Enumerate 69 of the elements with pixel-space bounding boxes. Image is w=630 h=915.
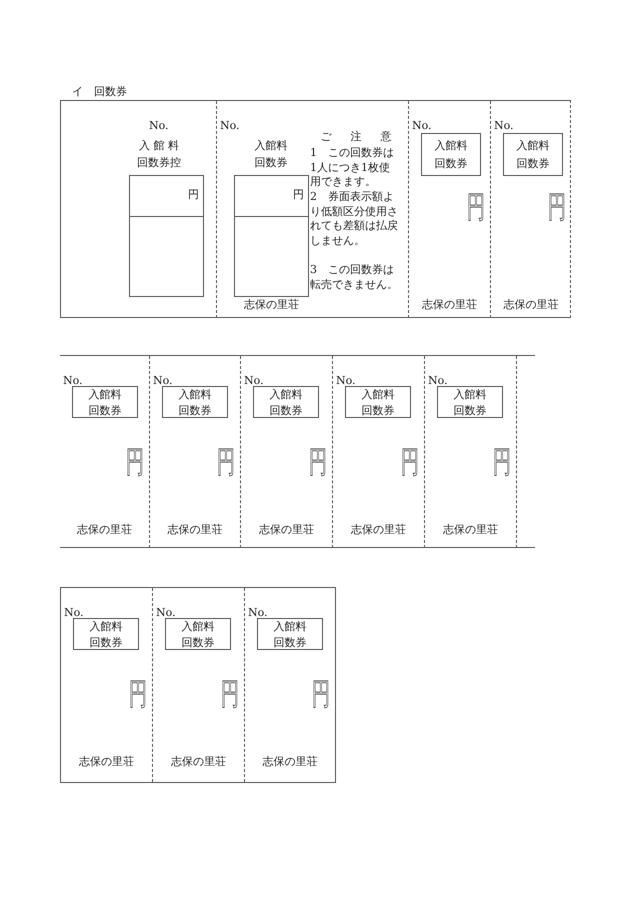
number-label: No. xyxy=(63,374,83,388)
yen-mark: 円 xyxy=(312,680,330,710)
yen-label: 円 xyxy=(293,188,304,202)
ticket-sheet xyxy=(60,355,535,548)
yen-mark: 円 xyxy=(126,448,144,478)
sheet-title: イ 回数券 xyxy=(72,84,127,99)
ticket-title: 入館料回数券 xyxy=(516,138,550,172)
number-label: No. xyxy=(494,119,514,133)
yen-mark: 円 xyxy=(548,193,566,223)
number-label: No. xyxy=(428,374,448,388)
ticket-sheet xyxy=(60,587,336,783)
title-box xyxy=(437,386,503,418)
facility-name: 志保の里荘 xyxy=(502,298,560,312)
ticket xyxy=(218,101,409,318)
ticket-title: 入館料回数券 xyxy=(272,619,308,651)
facility-name: 志保の里荘 xyxy=(262,755,318,769)
title-box xyxy=(165,618,231,650)
title-box xyxy=(345,386,411,418)
ticket-title: 入 館 料 xyxy=(138,138,180,154)
yen-mark: 円 xyxy=(309,448,327,478)
number-label: No. xyxy=(244,374,264,388)
ticket-title: 入館料回数券 xyxy=(268,387,304,419)
ticket-title: 入館料回数券 xyxy=(360,387,396,419)
yen-label: 円 xyxy=(188,188,199,202)
note-text: 2 券面表示額より低額区分使用されても差額は払戻しません。 xyxy=(310,190,399,248)
ticket-title: 入館料回数券 xyxy=(434,138,468,172)
number-label: No. xyxy=(248,606,268,620)
facility-name: 志保の里荘 xyxy=(442,523,499,537)
yen-mark: 円 xyxy=(221,680,239,710)
number-label: No. xyxy=(156,606,176,620)
yen-mark: 円 xyxy=(129,680,147,710)
number-label: No. xyxy=(220,119,240,133)
ticket-title: 入館料回数券 xyxy=(452,387,488,419)
ticket-title: 入館料回数券 xyxy=(88,619,124,651)
note-text: 3 この回数券は転売できません。 xyxy=(310,263,399,292)
facility-name: 志保の里荘 xyxy=(258,523,315,537)
facility-name: 志保の里荘 xyxy=(421,298,478,312)
title-box xyxy=(421,133,481,176)
number-label: No. xyxy=(412,119,432,133)
facility-name: 志保の里荘 xyxy=(166,523,224,537)
facility-name: 志保の里荘 xyxy=(170,755,227,769)
amount-box xyxy=(129,175,204,297)
number-label: No. xyxy=(149,119,169,133)
yen-mark: 円 xyxy=(493,448,511,478)
ticket-title: 入館料回数券 xyxy=(180,619,216,651)
facility-name: 志保の里荘 xyxy=(76,523,133,537)
number-label: No. xyxy=(153,374,173,388)
title-box xyxy=(253,386,319,418)
ticket-sheet xyxy=(60,100,571,318)
title-box xyxy=(73,618,139,650)
title-box xyxy=(503,133,563,176)
ticket-title: 入館料回数券 xyxy=(88,387,122,419)
note-text: 1 この回数券は1人につき1枚使用できます。 xyxy=(310,146,395,190)
yen-mark: 円 xyxy=(401,448,419,478)
ticket-title: 回数券控 xyxy=(136,155,182,171)
yen-mark: 円 xyxy=(217,448,235,478)
facility-name: 志保の里荘 xyxy=(243,298,300,312)
title-box xyxy=(257,618,323,650)
title-box xyxy=(162,386,228,418)
facility-name: 志保の里荘 xyxy=(350,523,407,537)
facility-name: 志保の里荘 xyxy=(78,755,135,769)
amount-box xyxy=(234,175,309,297)
ticket-title: 入館料回数券 xyxy=(254,138,288,171)
number-label: No. xyxy=(64,606,84,620)
notes-heading: ご 注 意 xyxy=(320,130,396,144)
ticket-title: 入館料回数券 xyxy=(178,387,212,419)
title-box xyxy=(72,386,138,418)
number-label: No. xyxy=(336,374,356,388)
yen-mark: 円 xyxy=(467,193,485,223)
